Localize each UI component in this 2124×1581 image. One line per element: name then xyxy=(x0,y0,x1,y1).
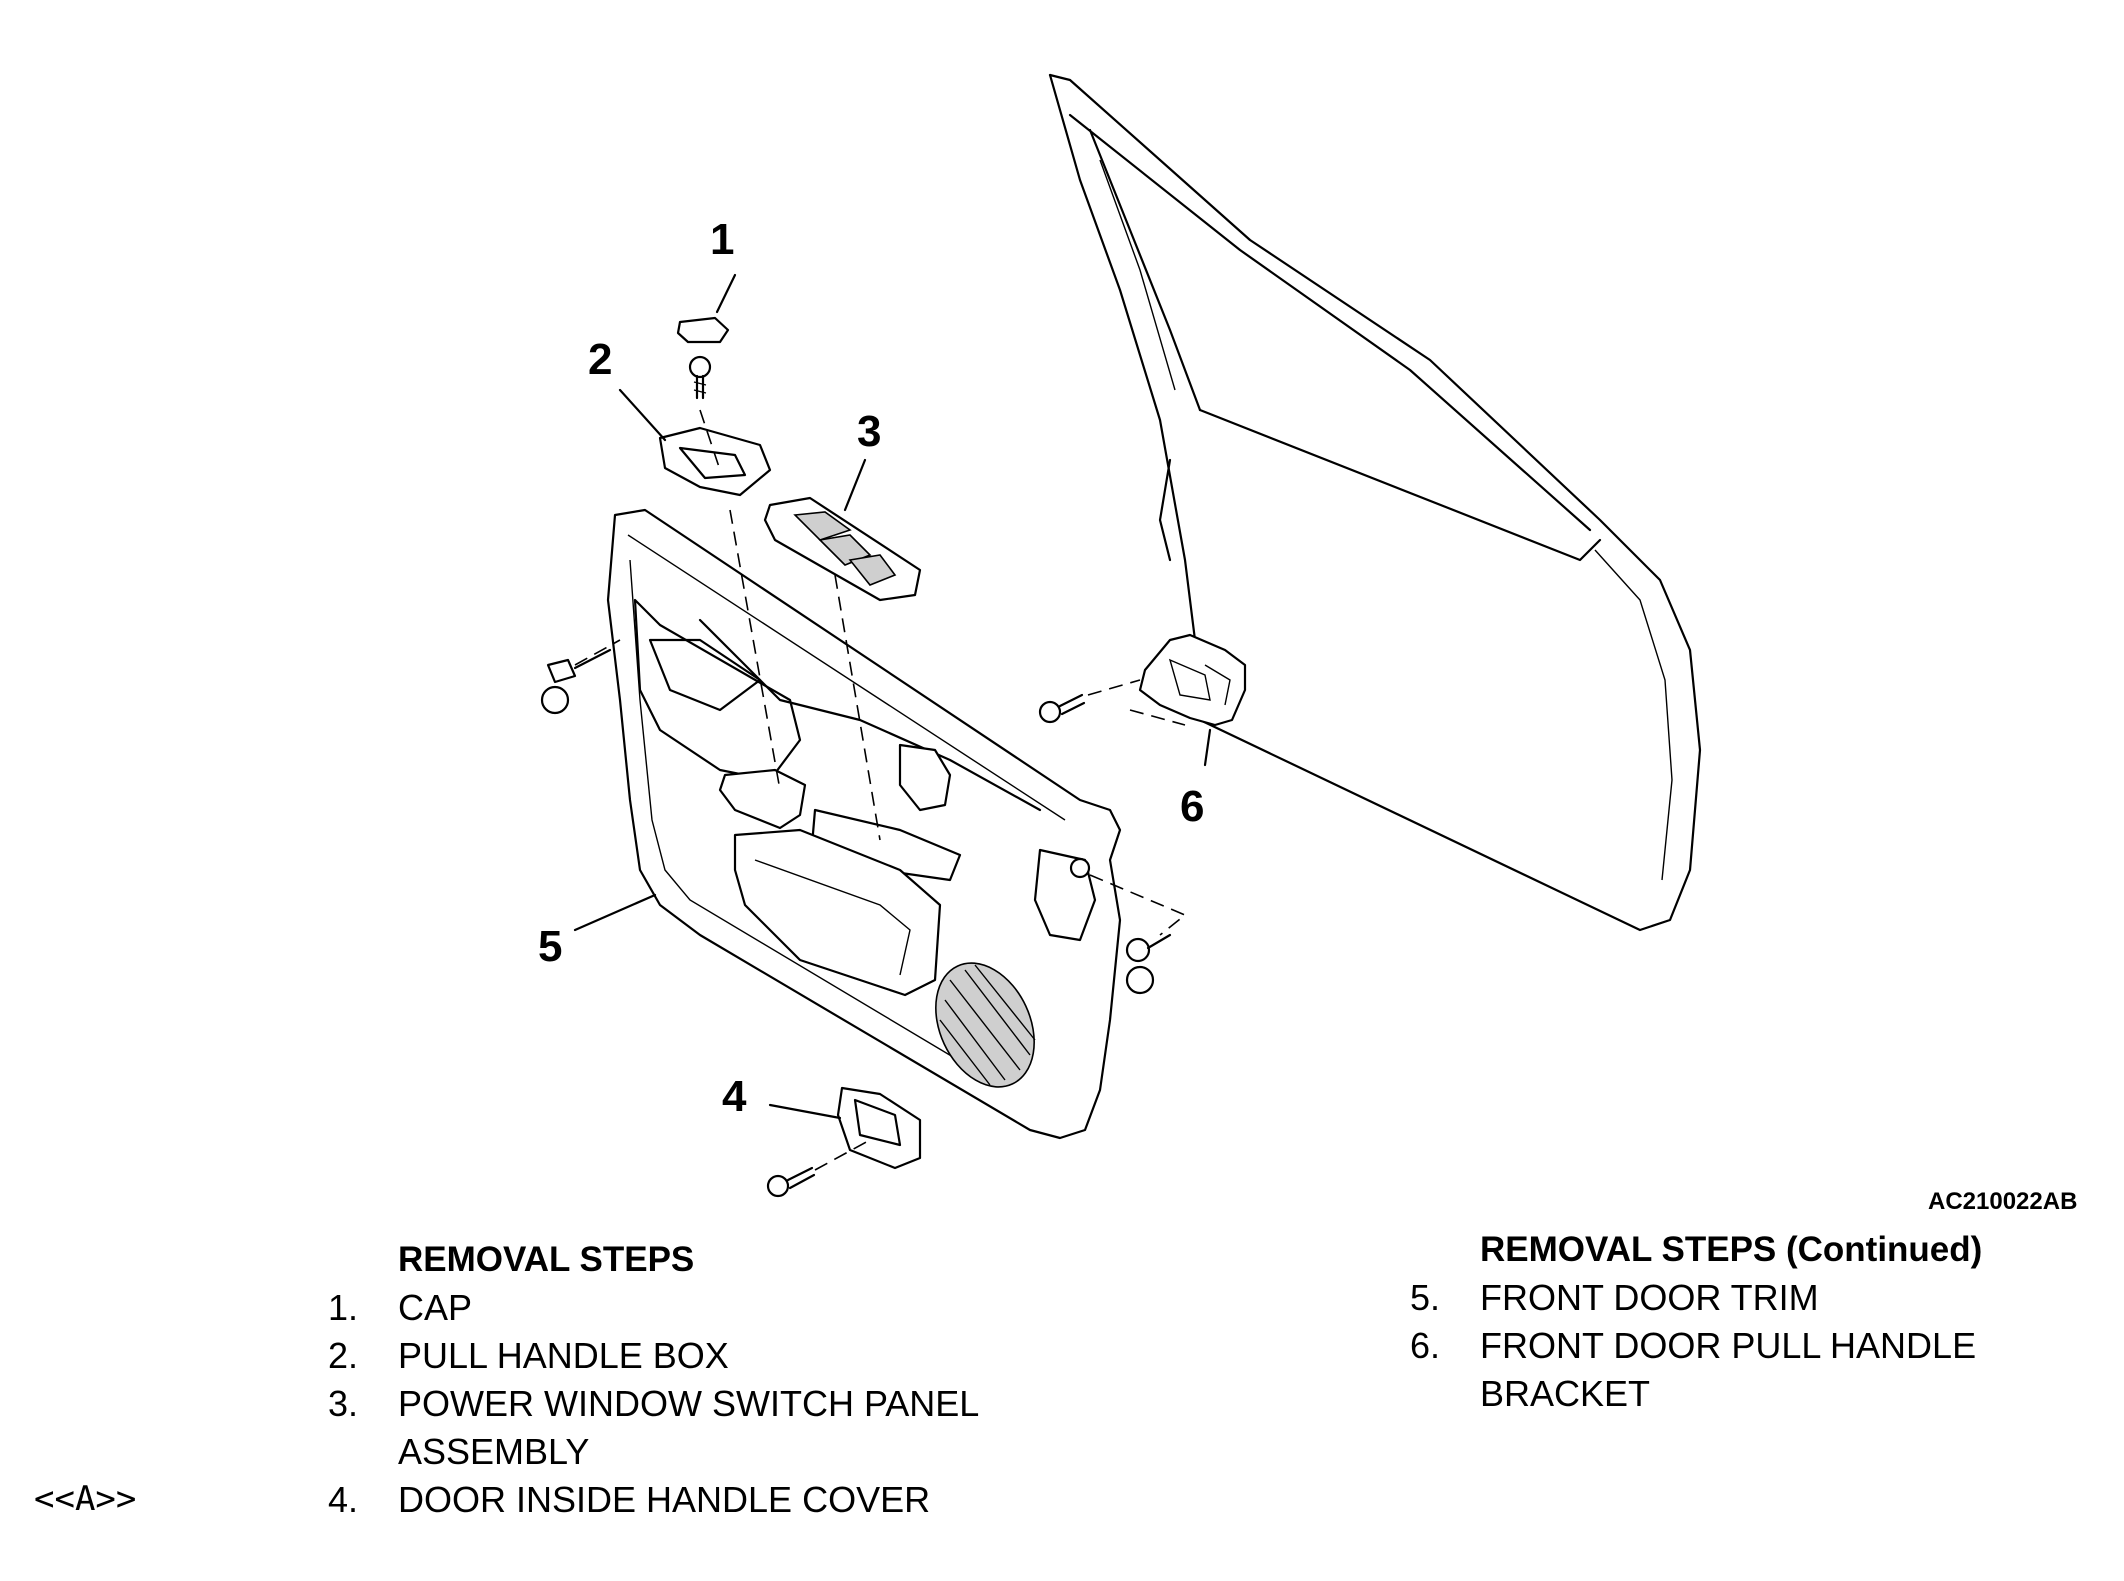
step-3-label-line-2: ASSEMBLY xyxy=(398,1431,590,1472)
step-2-label: PULL HANDLE BOX xyxy=(398,1335,729,1376)
door-inside-handle-cover-part xyxy=(766,1086,922,1198)
power-window-switch-panel-part xyxy=(763,458,922,841)
step-1-number: 1. xyxy=(328,1287,359,1328)
left-trim-clips xyxy=(540,639,621,715)
step-5-number: 5. xyxy=(1410,1277,1441,1318)
step-1-label: CAP xyxy=(398,1287,473,1328)
callout-6: 6 xyxy=(1180,782,1205,831)
step-6-number: 6. xyxy=(1410,1325,1441,1366)
procedure-reference-mark: <<A>> xyxy=(34,1479,137,1519)
pull-handle-bracket-part xyxy=(1038,633,1247,767)
pull-handle-box-part xyxy=(618,388,781,791)
door-frame xyxy=(1048,73,1702,932)
callout-5-leader xyxy=(573,893,657,932)
step-4-label: DOOR INSIDE HANDLE COVER xyxy=(398,1479,931,1520)
removal-steps-heading: REMOVAL STEPS xyxy=(398,1240,695,1279)
callout-2: 2 xyxy=(588,335,613,384)
front-door-trim xyxy=(606,508,1122,1140)
callout-3: 3 xyxy=(857,407,882,456)
step-6-label-line-1: FRONT DOOR PULL HANDLE xyxy=(1480,1325,1977,1366)
callout-5: 5 xyxy=(538,922,563,971)
cap-part xyxy=(676,273,737,344)
step-3-label-line-1: POWER WINDOW SWITCH PANEL xyxy=(398,1383,980,1424)
callout-4: 4 xyxy=(722,1072,747,1121)
callout-1: 1 xyxy=(710,215,735,264)
step-2-number: 2. xyxy=(328,1335,359,1376)
step-6-label-line-2: BRACKET xyxy=(1480,1373,1651,1414)
step-4-number: 4. xyxy=(328,1479,359,1520)
step-5-label: FRONT DOOR TRIM xyxy=(1480,1277,1819,1318)
removal-steps-continued-heading: REMOVAL STEPS (Continued) xyxy=(1480,1230,1983,1269)
figure-id: AC210022AB xyxy=(1928,1188,2078,1215)
cap-screw xyxy=(688,355,712,400)
right-trim-clips xyxy=(1089,874,1187,995)
step-3-number: 3. xyxy=(328,1383,359,1424)
